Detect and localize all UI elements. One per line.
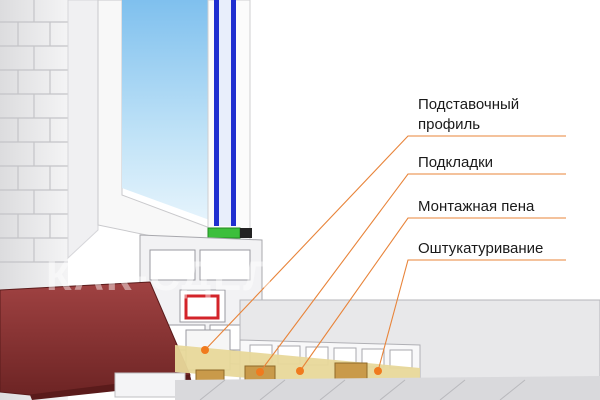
glass-pane [122,0,215,222]
label-shims: Подкладки [418,154,494,171]
marker-shims [256,368,264,376]
label-support-profile-line1: Подставочный [418,96,520,113]
marker-plaster [374,367,382,375]
watermark: КАК-СДЕЛ... [46,252,316,299]
double-glazing-unit [214,0,236,226]
label-plaster: Оштукатуривание [418,240,544,257]
leader-support-profile [204,135,566,351]
label-foam: Монтажная пена [418,198,535,215]
glazing-bead [207,227,241,239]
label-support-profile-line2: профиль [418,116,481,133]
markers [201,346,382,376]
marker-support-profile [201,346,209,354]
plaster-layer [175,376,600,400]
leader-foam [299,217,566,372]
leader-shims [259,173,566,373]
leader-lines [204,135,566,373]
wall-slope [67,0,99,260]
marker-foam [296,367,304,375]
leader-plaster [377,259,566,372]
